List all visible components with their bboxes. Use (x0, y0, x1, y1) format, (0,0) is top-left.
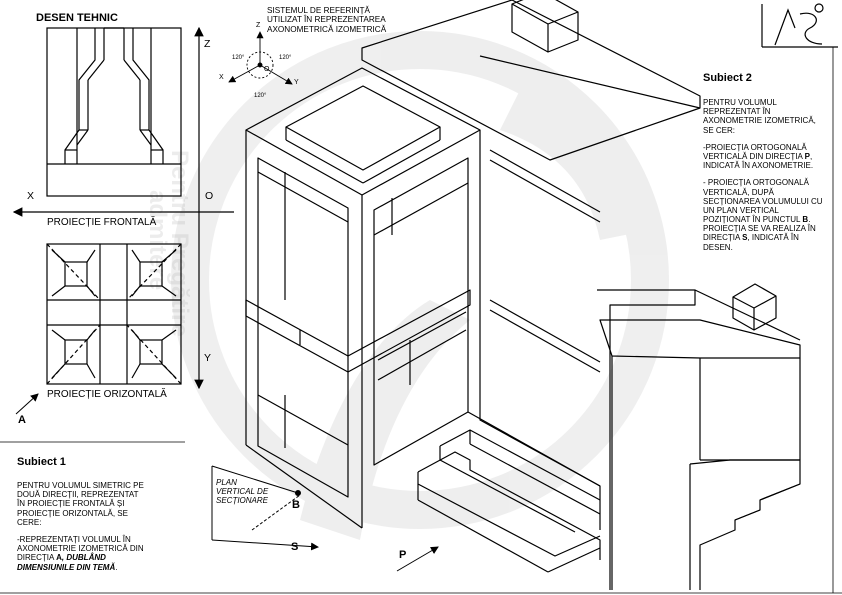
subject2-line: DESEN. (703, 242, 733, 252)
reference-system-heading-line: AXONOMETRICĂ IZOMETRICĂ (267, 24, 387, 34)
page-title: DESEN TEHNIC (36, 12, 118, 24)
horizontal-axis-y-label: Y (204, 352, 212, 364)
frontal-projection-label: PROIECȚIE FRONTALĂ (47, 217, 157, 228)
subject1-line: DOUĂ DIRECȚII, REPREZENTAT (17, 490, 139, 500)
ref-origin-label: O (264, 66, 270, 73)
frontal-axis-x-label: X (27, 190, 35, 202)
subject1-text-part: DIRECȚIA (17, 553, 57, 563)
frontal-origin-label: O (205, 190, 214, 202)
subject2-line: VERTICALĂ, DUPĂ (703, 187, 774, 197)
subject2-line: PENTRU VOLUMUL (703, 98, 777, 107)
section-plane-label: PLAN VERTICAL DE SECȚIONARE (216, 478, 268, 506)
subject2-point-b: B (802, 215, 809, 225)
direction-a-label: A (18, 414, 26, 426)
direction-a-arrow (15, 393, 39, 415)
frontal-axis-z-label: Z (204, 38, 211, 50)
reference-system-heading-line: UTILIZAT ÎN REPREZENTAREA (267, 15, 386, 25)
reference-system-heading: SISTEMUL DE REFERINȚĂ UTILIZAT ÎN REPREZ… (267, 6, 386, 34)
subject1-line: DIMENSIUNILE DIN TEMĂ. (17, 563, 187, 572)
subject2-line: - PROIECȚIA ORTOGONALĂ (703, 178, 809, 188)
subject2-text-part: , INDICATĂ ÎN (747, 233, 799, 243)
direction-p-label: P (399, 549, 407, 561)
subject2-text: PENTRU VOLUMUL REPREZENTAT ÎN AXONOMETRI… (703, 98, 831, 252)
ref-axis-x-label: X (219, 74, 224, 81)
subject2-line: UN PLAN VERTICAL (703, 205, 779, 215)
ref-axis-z-label: Z (256, 22, 261, 29)
subject2-line: DIRECȚIA S, INDICATĂ ÎN (703, 233, 831, 242)
subject1-line: PROIECȚIE ORIZONTALĂ, SE (17, 508, 128, 518)
ref-angle-bottom: 120° (254, 93, 267, 99)
reference-system-heading-line: SISTEMUL DE REFERINȚĂ (267, 6, 370, 15)
subject2-line: POZIȚIONAT ÎN PUNCTUL B. (703, 215, 831, 224)
subject1-line: AXONOMETRIE IZOMETRICĂ DIN (17, 544, 144, 554)
subject1-text: PENTRU VOLUMUL SIMETRIC PE DOUĂ DIRECȚII… (17, 481, 187, 572)
watermark-logo (171, 31, 669, 540)
svg-text:Pentru Pregătire: Pentru Pregătire (166, 150, 193, 337)
subject1-direction-a: A (56, 553, 62, 563)
subject1-emphasis: , DUBLÂND (61, 553, 106, 563)
watermark-text: Pentru Pregătire admitere (144, 150, 193, 337)
subject2-direction-p: P (804, 151, 810, 161)
isometric-volume-drawing (245, 0, 801, 590)
subject1-text-part: . (115, 562, 118, 572)
subject2-line: AXONOMETRIE IZOMETRICĂ, (703, 116, 816, 126)
subject2-line: VERTICALĂ DIN DIRECȚIA P, (703, 152, 831, 161)
subject2-text-part: , (810, 151, 813, 161)
reference-system-diagram (228, 31, 293, 85)
subject1-line: PENTRU VOLUMUL SIMETRIC PE (17, 481, 144, 490)
subject2-heading: Subiect 2 (703, 72, 752, 84)
subject2-line: PROIECȚIA SE VA REALIZA ÎN (703, 224, 816, 234)
subject1-line: DIRECȚIA A, DUBLÂND (17, 553, 187, 562)
subject2-line: -PROIECȚIA ORTOGONALĂ (703, 142, 807, 152)
subject1-line: ÎN PROIECȚIE FRONTALĂ ȘI (17, 499, 125, 509)
subject2-text-part: POZIȚIONAT ÎN PUNCTUL (703, 215, 803, 225)
subject2-text-part: DIRECȚIA (703, 233, 743, 243)
ref-axis-y-label: Y (294, 79, 299, 86)
subject2-line: REPREZENTAT ÎN (703, 107, 771, 117)
subject1-heading: Subiect 1 (17, 456, 66, 468)
frontal-axes (12, 26, 234, 390)
direction-p-arrow (396, 546, 439, 572)
frontal-projection-drawing (46, 27, 182, 197)
section-direction-s-label: S (291, 541, 299, 553)
section-plane-marks (211, 465, 319, 551)
logo-mark (761, 3, 838, 48)
subject2-line: SECȚIONAREA VOLUMULUI CU (703, 196, 823, 206)
subject1-emphasis: DIMENSIUNILE DIN TEMĂ (17, 562, 116, 572)
svg-text:admitere: admitere (144, 190, 171, 290)
section-plane-label-line: SECȚIONARE (216, 496, 269, 506)
section-plane-label-line: PLAN (216, 478, 237, 487)
section-point-b-label: B (292, 499, 300, 511)
ref-angle-right: 120° (279, 55, 292, 61)
subject2-text-part: . (808, 215, 811, 225)
horizontal-projection-label: PROIECȚIE ORIZONTALĂ (47, 389, 167, 400)
section-plane-label-line: VERTICAL DE (216, 487, 269, 497)
ref-angle-left: 120° (232, 55, 245, 61)
subject2-direction-s: S (742, 233, 748, 243)
subject1-line: CERE: (17, 517, 42, 527)
subject2-line: SE CER: (703, 125, 736, 135)
subject2-text-part: VERTICALĂ DIN DIRECȚIA (703, 151, 805, 161)
subject2-line: INDICATĂ ÎN AXONOMETRIE. (703, 161, 814, 171)
horizontal-projection-drawing (46, 243, 182, 385)
subject1-line: -REPREZENTAȚI VOLUMUL ÎN (17, 534, 131, 544)
